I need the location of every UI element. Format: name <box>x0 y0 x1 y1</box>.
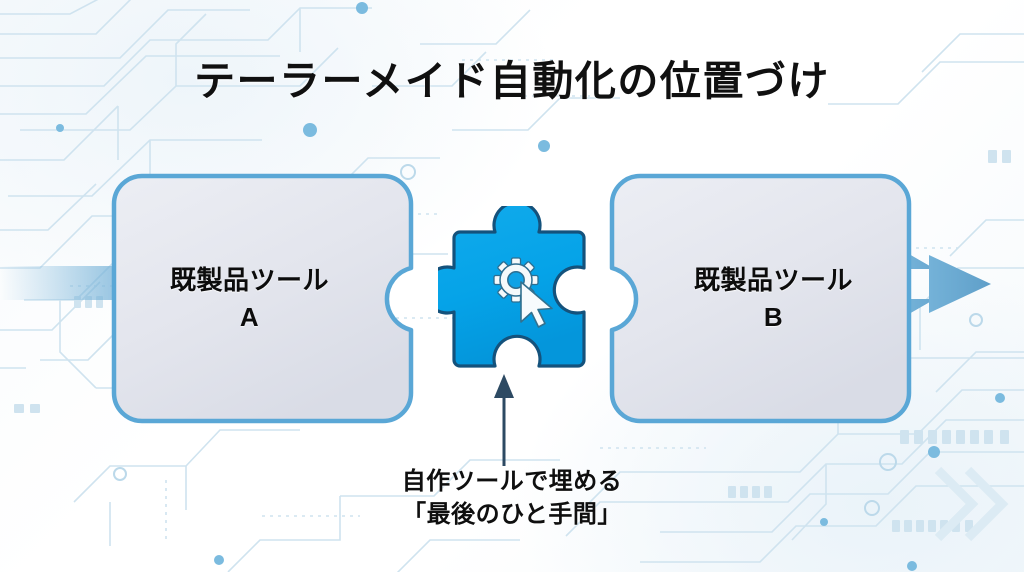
tool-box-b-line1: 既製品ツール <box>693 264 853 295</box>
tool-box-b-line2: B <box>763 301 784 332</box>
tool-box-a-line1: 既製品ツール <box>169 264 329 295</box>
puzzle-piece-shape <box>438 206 586 368</box>
tool-box-b[interactable]: 既製品ツール B <box>608 172 913 425</box>
tool-box-b-label: 既製品ツール B <box>608 172 913 425</box>
tool-box-a-line2: A <box>239 301 260 332</box>
callout-line-1: 自作ツールで埋める <box>401 468 623 495</box>
tool-box-a[interactable]: 既製品ツール A <box>110 172 415 425</box>
tool-box-a-label: 既製品ツール A <box>110 172 415 425</box>
tool-box-a-shape <box>111 173 414 424</box>
callout-line-2: 「最後のひと手間」 <box>402 500 622 528</box>
slide-title: テーラーメイド自動化の位置づけ <box>194 58 830 104</box>
tool-box-b-shape <box>609 173 912 424</box>
callout-text: 自作ツールで埋める 「最後のひと手間」 <box>0 466 1024 531</box>
gear-cursor-icon <box>493 257 553 328</box>
custom-tool-puzzle-piece[interactable] <box>438 206 624 382</box>
flow-arrow-head <box>907 253 991 315</box>
callout-arrow-up <box>494 374 514 466</box>
flow-arrow-tail <box>0 266 132 300</box>
